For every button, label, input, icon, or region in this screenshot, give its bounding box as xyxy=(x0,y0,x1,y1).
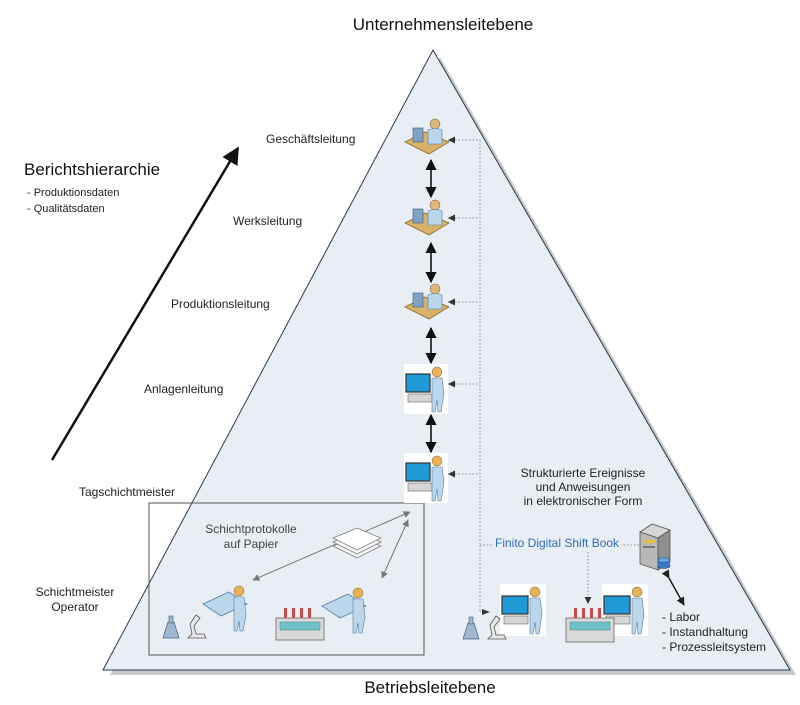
operator-clipboard-icon xyxy=(321,587,367,634)
workstation-operator-icon xyxy=(404,453,448,503)
paper-flow-arrows xyxy=(252,511,411,581)
level-label-schichtmeister-operator: Schichtmeister Operator xyxy=(35,585,115,614)
system-label-prozessleitsystem: - Prozessleitsystem xyxy=(662,640,767,654)
lab-microscope-icon xyxy=(462,615,507,640)
operator-clipboard-icon xyxy=(202,585,248,632)
workstation-operator-icon xyxy=(602,584,648,636)
server-systems-arrow xyxy=(661,569,685,606)
hierarchy-bullet: - Qualitätsdaten xyxy=(27,203,105,215)
top-level-title: Unternehmensleitebene xyxy=(352,15,534,34)
bottom-level-title: Betriebsleitebene xyxy=(364,678,496,697)
hierarchy-bullet: - Produktionsdaten xyxy=(27,187,120,199)
level-label-geschaeftsleitung: Geschäftsleitung xyxy=(266,132,356,146)
digital-connection-arrowheads xyxy=(448,136,592,615)
manager-desk-icon xyxy=(404,199,450,236)
level-label-anlagenleitung: Anlagenleitung xyxy=(144,382,224,396)
system-label-labor: - Labor xyxy=(662,610,701,624)
production-machine-icon xyxy=(565,608,615,643)
manager-desk-icon xyxy=(404,118,450,155)
lab-microscope-icon xyxy=(162,614,207,639)
manager-desk-icon xyxy=(404,283,450,320)
workstation-operator-icon xyxy=(500,584,546,636)
hierarchy-title: Berichtshierarchie xyxy=(24,160,161,179)
system-label-instandhaltung: - Instandhaltung xyxy=(662,625,749,639)
paper-protocol-box xyxy=(148,502,425,656)
server-icon xyxy=(639,523,671,571)
workstation-operator-icon xyxy=(404,364,448,414)
digital-shift-book-label: Finito Digital Shift Book xyxy=(493,536,622,550)
level-label-produktionsleitung: Produktionsleitung xyxy=(171,297,270,311)
level-label-tagschichtmeister: Tagschichtmeister xyxy=(79,485,176,499)
paper-documents-icon xyxy=(332,527,382,559)
paper-protocol-label: Schichtprotokolle auf Papier xyxy=(205,522,297,551)
production-machine-icon xyxy=(275,608,325,641)
digital-events-label: Strukturierte Ereignisse und Anweisungen… xyxy=(520,466,646,508)
hierarchy-arrow xyxy=(50,146,240,461)
level-label-werksleitung: Werksleitung xyxy=(233,214,303,228)
